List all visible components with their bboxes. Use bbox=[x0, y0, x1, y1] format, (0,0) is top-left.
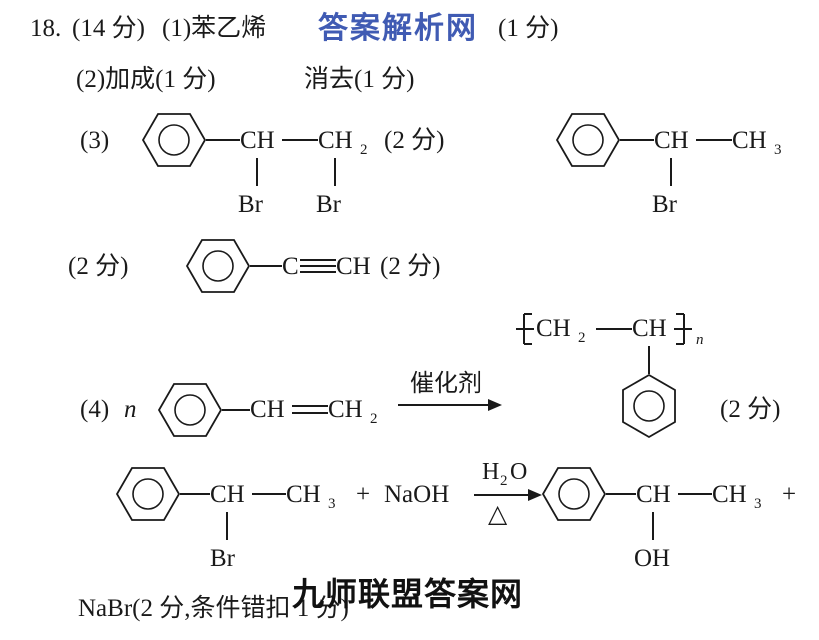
benzene-ring-icon bbox=[141, 113, 207, 167]
polymer-ch: CH bbox=[632, 315, 667, 342]
part3-score3: (2 分) bbox=[380, 253, 441, 280]
bond-line bbox=[180, 493, 210, 495]
part3-score2: (2 分) bbox=[68, 253, 129, 280]
reaction-arrowhead bbox=[528, 489, 542, 501]
benzene-ring-icon bbox=[622, 373, 676, 439]
bond-line bbox=[606, 493, 636, 495]
formula-ch3: CH bbox=[286, 481, 321, 508]
formula-ch: CH bbox=[336, 253, 371, 280]
reaction-arrow bbox=[398, 404, 490, 406]
formula-subscript: 2 bbox=[370, 411, 378, 427]
formula-br: Br bbox=[210, 545, 235, 572]
plus-sign: + bbox=[782, 481, 797, 508]
formula-ch: CH bbox=[654, 127, 689, 154]
benzene-ring-icon bbox=[185, 239, 251, 293]
water-h: H bbox=[482, 459, 500, 485]
bond-line bbox=[222, 409, 250, 411]
bond-line bbox=[282, 139, 318, 141]
bracket-left-icon bbox=[516, 313, 534, 345]
heat-icon: △ bbox=[488, 501, 508, 528]
bond-line bbox=[252, 493, 286, 495]
triple-bond-line bbox=[300, 271, 336, 273]
answer-part1-score: (1 分) bbox=[498, 15, 559, 42]
formula-subscript: 2 bbox=[360, 142, 368, 158]
triple-bond-line bbox=[300, 265, 336, 267]
formula-ch: CH bbox=[240, 127, 275, 154]
formula-ch: CH bbox=[210, 481, 245, 508]
formula-ch: CH bbox=[250, 396, 285, 423]
bond-line bbox=[596, 328, 632, 330]
formula-subscript: 2 bbox=[578, 330, 586, 346]
bond-line bbox=[334, 158, 336, 186]
bond-line bbox=[206, 139, 240, 141]
bond-line bbox=[256, 158, 258, 186]
formula-c: C bbox=[282, 253, 299, 280]
last-line-text: NaBr(2 分,条件错扣 1 分) bbox=[78, 595, 349, 622]
catalyst-label: 催化剂 bbox=[410, 371, 482, 397]
bond-line bbox=[620, 139, 654, 141]
bond-line bbox=[648, 346, 650, 374]
polymer-ch2: CH bbox=[536, 315, 571, 342]
bond-line bbox=[696, 139, 732, 141]
part3-score: (2 分) bbox=[384, 127, 445, 154]
triple-bond-line bbox=[300, 259, 336, 261]
watermark-bottom: 九师联盟答案网 bbox=[292, 575, 524, 613]
answer-part2-elim: 消去(1 分) bbox=[304, 66, 415, 93]
double-bond-line bbox=[292, 412, 328, 414]
formula-subscript: 3 bbox=[754, 496, 762, 512]
formula-br: Br bbox=[652, 191, 677, 218]
bond-line bbox=[678, 493, 712, 495]
reaction-arrow bbox=[474, 494, 530, 496]
formula-br: Br bbox=[238, 191, 263, 218]
benzene-ring-icon bbox=[555, 113, 621, 167]
part4-n: n bbox=[124, 396, 137, 423]
part3-label: (3) bbox=[80, 127, 110, 154]
bond-line bbox=[670, 158, 672, 186]
formula-ch2: CH bbox=[318, 127, 353, 154]
polymer-n: n bbox=[696, 332, 704, 348]
question-number: 18. bbox=[30, 15, 62, 42]
benzene-ring-icon bbox=[115, 467, 181, 521]
water-sub: 2 bbox=[500, 473, 508, 489]
formula-ch: CH bbox=[636, 481, 671, 508]
formula-ch2: CH bbox=[328, 396, 363, 423]
formula-oh: OH bbox=[634, 545, 671, 572]
reagent-naoh: NaOH bbox=[384, 481, 450, 508]
formula-subscript: 3 bbox=[328, 496, 336, 512]
benzene-ring-icon bbox=[541, 467, 607, 521]
benzene-ring-icon bbox=[157, 383, 223, 437]
reaction-arrowhead bbox=[488, 399, 502, 411]
formula-ch3: CH bbox=[732, 127, 767, 154]
formula-ch3: CH bbox=[712, 481, 747, 508]
question-score: (14 分) bbox=[72, 15, 145, 42]
part4-score: (2 分) bbox=[720, 396, 781, 423]
answer-part2: (2)加成(1 分) bbox=[76, 66, 216, 93]
double-bond-line bbox=[292, 405, 328, 407]
formula-subscript: 3 bbox=[774, 142, 782, 158]
bond-line bbox=[226, 512, 228, 540]
part4-label: (4) bbox=[80, 396, 110, 423]
bond-line bbox=[652, 512, 654, 540]
bond-line bbox=[250, 265, 282, 267]
answer-part1: (1)苯乙烯 bbox=[162, 15, 267, 42]
bracket-right-icon bbox=[674, 313, 692, 345]
plus-sign: + bbox=[356, 481, 371, 508]
formula-br: Br bbox=[316, 191, 341, 218]
watermark-top: 答案解析网 bbox=[318, 11, 478, 46]
water-o: O bbox=[510, 459, 528, 485]
